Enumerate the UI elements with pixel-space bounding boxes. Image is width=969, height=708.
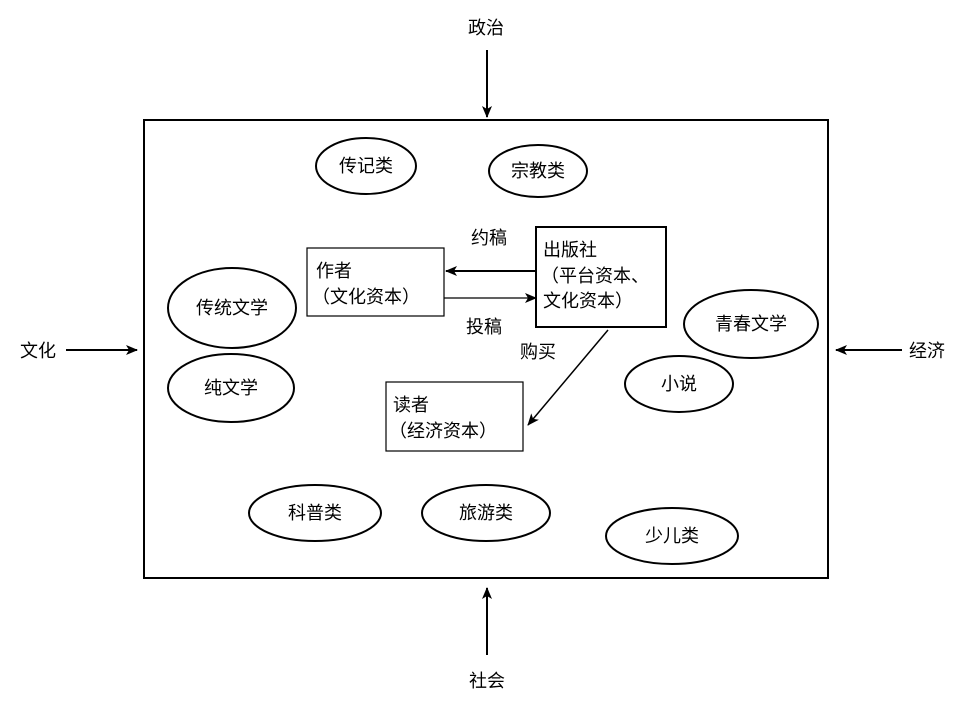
publisher-capital-line2: 文化资本） bbox=[543, 291, 633, 312]
genre-pure-literature: 纯文学 bbox=[167, 353, 295, 423]
genre-label: 传记类 bbox=[339, 156, 393, 177]
label-culture: 文化 bbox=[20, 341, 56, 362]
label-politics: 政治 bbox=[468, 18, 504, 39]
author-capital: （文化资本） bbox=[312, 287, 420, 308]
genre-label: 纯文学 bbox=[204, 378, 258, 399]
genre-label: 青春文学 bbox=[715, 314, 787, 335]
genre-fiction: 小说 bbox=[624, 355, 734, 413]
label-society: 社会 bbox=[469, 671, 505, 692]
genre-traditional-literature: 传统文学 bbox=[167, 267, 297, 349]
reader-capital: （经济资本） bbox=[389, 421, 497, 442]
arrow-purchase bbox=[527, 329, 609, 426]
genre-label: 传统文学 bbox=[196, 298, 268, 319]
reader-box: 读者 （经济资本） bbox=[385, 381, 524, 452]
genre-label: 旅游类 bbox=[459, 503, 513, 524]
publisher-capital-line1: （平台资本、 bbox=[541, 266, 649, 287]
label-economy: 经济 bbox=[909, 341, 945, 362]
genre-label: 宗教类 bbox=[511, 161, 565, 182]
field-frame bbox=[143, 119, 829, 579]
genre-label: 少儿类 bbox=[645, 526, 699, 547]
genre-children: 少儿类 bbox=[605, 507, 739, 565]
genre-religion: 宗教类 bbox=[488, 144, 588, 198]
publisher-box: 出版社 （平台资本、 文化资本） bbox=[535, 226, 667, 328]
reader-title: 读者 bbox=[393, 395, 429, 416]
author-box: 作者 （文化资本） bbox=[306, 247, 445, 317]
label-purchase: 购买 bbox=[520, 342, 556, 363]
genre-biography: 传记类 bbox=[315, 137, 417, 195]
publisher-title: 出版社 bbox=[543, 240, 597, 261]
label-submit: 投稿 bbox=[466, 317, 502, 338]
author-title: 作者 bbox=[316, 261, 352, 282]
genre-label: 小说 bbox=[661, 374, 697, 395]
genre-label: 科普类 bbox=[288, 503, 342, 524]
genre-youth-literature: 青春文学 bbox=[683, 289, 819, 359]
label-solicit: 约稿 bbox=[471, 228, 507, 249]
genre-travel: 旅游类 bbox=[421, 484, 551, 542]
genre-popular-science: 科普类 bbox=[248, 484, 382, 542]
